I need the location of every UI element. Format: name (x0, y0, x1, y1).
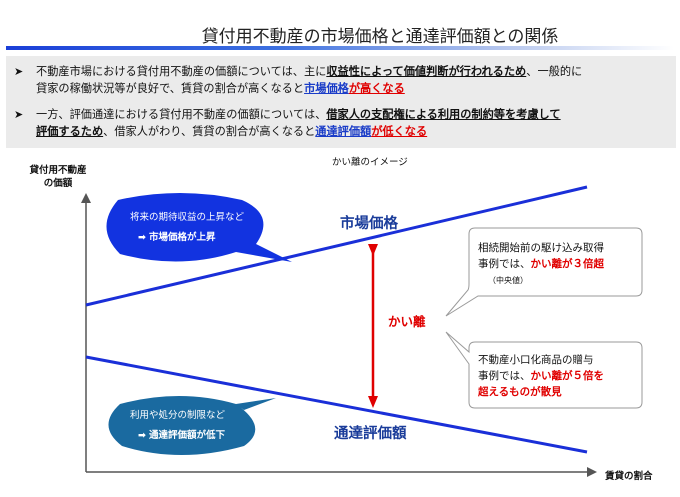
callout-bottom-shape (445, 331, 643, 409)
bullet-emphasis-blue: 通達評価額 (315, 125, 372, 138)
slide-title: 貸付用不動産の市場価格と通達評価額との関係 (201, 27, 559, 47)
bullet-text: 、借家人がわり、賃貸の割合が高くなると (103, 125, 316, 138)
bubble-top-text: 将来の期待収益の上昇など ➡ 市場価格が上昇 (130, 212, 245, 243)
bullet-text: 不動産市場における貸付用不動産の価額については、主に (36, 65, 327, 78)
bullet-emphasis: 借家人の支配権による利用の制約等を考慮して (326, 108, 561, 121)
diagram-caption: かい離のイメージ (332, 157, 408, 168)
bullet-emphasis-red: が高くなる (348, 82, 405, 95)
bubble-bottom-text: 利用や処分の制限など ➡ 通達評価額が低下 (130, 410, 226, 441)
bullet-emphasis-red: が低くなる (371, 125, 428, 138)
bullet-emphasis-blue: 市場価格 (304, 82, 349, 95)
y-axis-label: 貸付用不動産の価額 (29, 165, 87, 189)
title-underline-bar (6, 46, 674, 50)
bullet-emphasis: 評価するため (36, 125, 104, 138)
arrow-bullet-icon: ➤ (14, 65, 24, 78)
assessed-value-label: 通達評価額 (334, 426, 407, 442)
market-price-line (85, 185, 588, 307)
market-price-label: 市場価格 (340, 216, 398, 232)
assessed-value-line (85, 355, 588, 454)
callout-top-text: 相続開始前の駆け込み取得 事例では、かい離が３倍超 （中央値） (478, 242, 604, 285)
gap-label: かい離 (388, 314, 426, 329)
bubble-bottom-shape (108, 396, 276, 455)
bullet-item-1: ➤ 不動産市場における貸付用不動産の価額については、主に収益性によって価値判断が… (14, 63, 636, 97)
bullet-item-2: ➤ 一方、評価通達における貸付用不動産の価額については、借家人の支配権による利用… (14, 106, 636, 140)
x-axis-label: 賃貸の割合 (605, 471, 653, 482)
bullet-panel: ➤ 不動産市場における貸付用不動産の価額については、主に収益性によって価値判断が… (6, 56, 676, 148)
callout-bottom-text: 不動産小口化商品の贈与 事例では、かい離が５倍を 超えるものが散見 (478, 354, 604, 398)
bullet-text: 、一般的に (526, 65, 583, 78)
bullet-text: 貸家の稼働状況等が良好で、賃貸の割合が高くなると (36, 82, 305, 95)
arrow-bullet-icon: ➤ (14, 108, 24, 121)
bubble-top-shape (106, 193, 292, 262)
bullet-emphasis: 収益性によって価値判断が行われるため (326, 65, 527, 78)
bullet-text: 一方、評価通達における貸付用不動産の価額については、 (36, 108, 327, 121)
callout-top-shape (445, 227, 643, 317)
